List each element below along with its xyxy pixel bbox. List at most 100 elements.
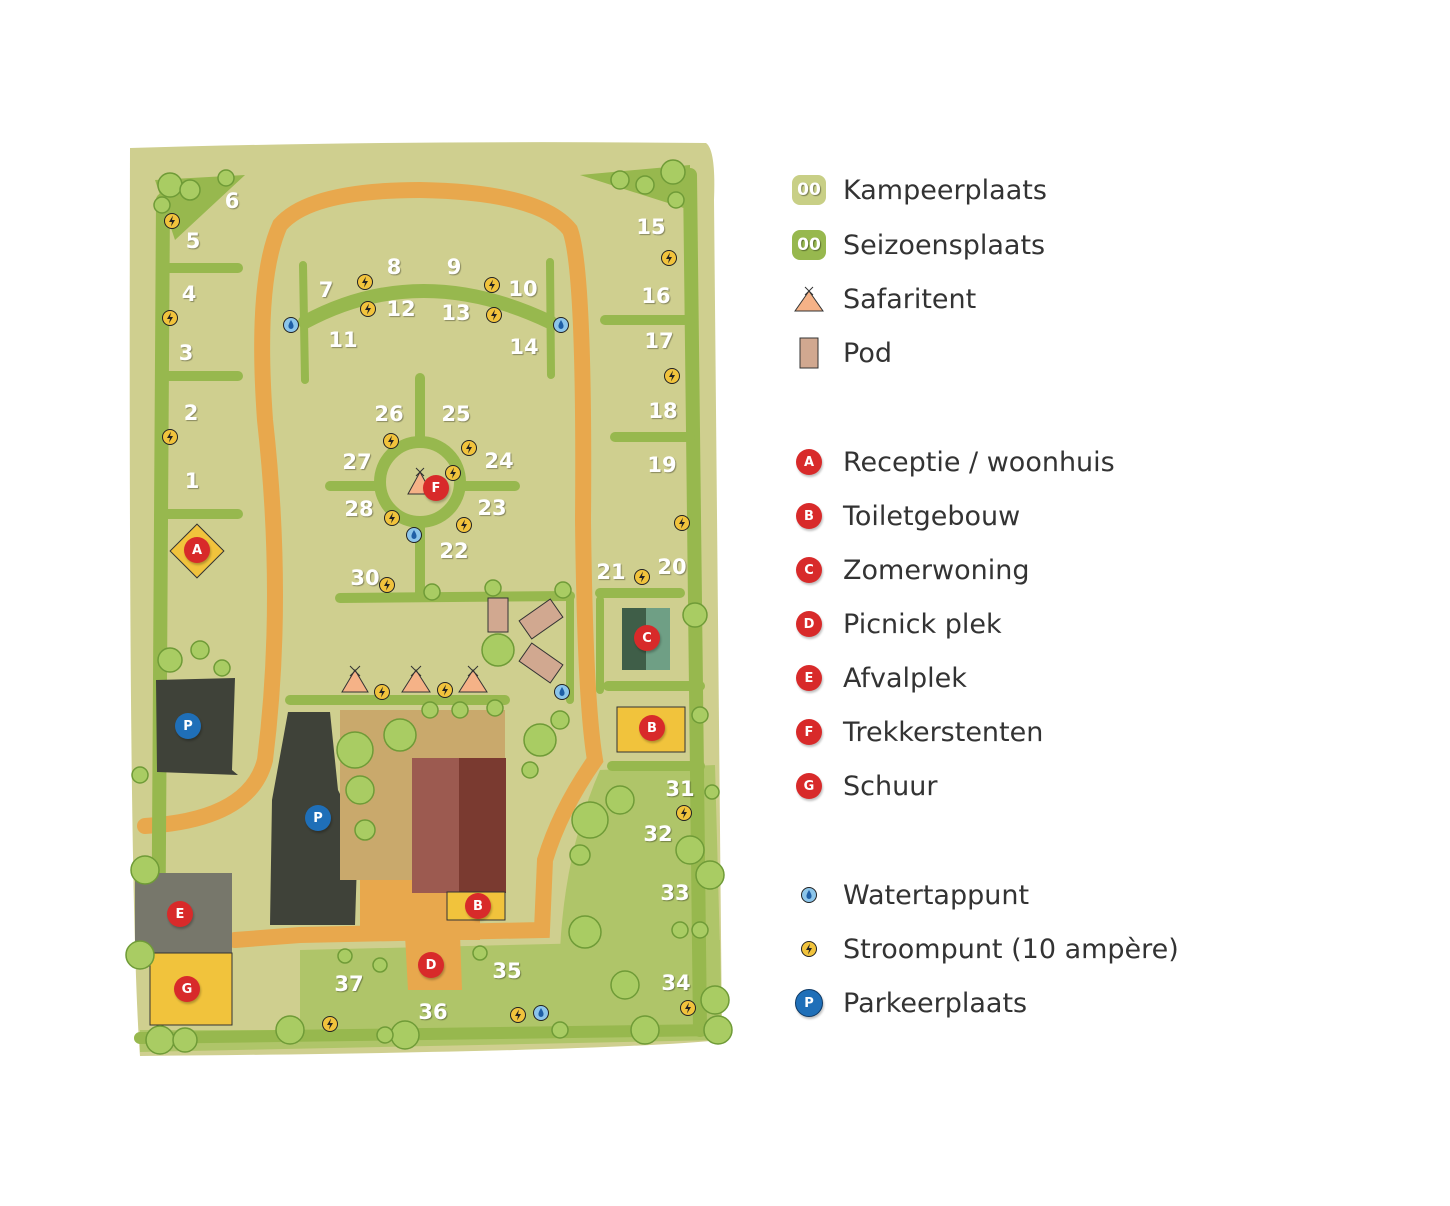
parking-marker[interactable]: P — [305, 805, 331, 831]
pitch-label-12[interactable]: 12 — [386, 297, 416, 321]
pitch-label-28[interactable]: 28 — [344, 497, 374, 521]
pitch-label-14[interactable]: 14 — [509, 335, 539, 359]
legend-item-facility-b: B Toiletgebouw — [790, 496, 1020, 536]
lightning-icon — [509, 1006, 527, 1024]
pitch-label-18[interactable]: 18 — [648, 399, 678, 423]
legend-label: Seizoensplaats — [843, 229, 1046, 261]
lightning-icon — [485, 306, 503, 324]
legend: 00 Kampeerplaats 00 Seizoensplaats Safar… — [790, 0, 1430, 1206]
pitch-label-19[interactable]: 19 — [647, 453, 677, 477]
legend-label: Safaritent — [843, 283, 977, 315]
pitch-label-25[interactable]: 25 — [441, 402, 471, 426]
marker-b-icon: B — [790, 497, 828, 535]
pitch-label-30[interactable]: 30 — [350, 566, 380, 590]
legend-item-safaritent: Safaritent — [790, 279, 976, 319]
legend-label: Afvalplek — [843, 662, 967, 694]
pitch-label-20[interactable]: 20 — [657, 555, 687, 579]
lightning-icon — [675, 804, 693, 822]
kampeerplaats-chip-icon: 00 — [790, 171, 828, 209]
marker-f-icon: F — [790, 713, 828, 751]
legend-item-parkeerplaats: P Parkeerplaats — [790, 983, 1027, 1023]
pitch-label-23[interactable]: 23 — [477, 496, 507, 520]
pitch-label-9[interactable]: 9 — [446, 255, 462, 279]
pitch-label-33[interactable]: 33 — [660, 881, 690, 905]
water-drop-icon — [552, 316, 570, 334]
lightning-icon — [633, 568, 651, 586]
water-drop-icon — [790, 876, 828, 914]
legend-label: Toiletgebouw — [843, 500, 1021, 532]
pitch-label-21[interactable]: 21 — [596, 560, 626, 584]
lightning-icon — [161, 309, 179, 327]
facility-marker-e[interactable]: E — [167, 901, 193, 927]
lightning-icon — [455, 516, 473, 534]
pitch-label-32[interactable]: 32 — [643, 822, 673, 846]
pitch-label-27[interactable]: 27 — [342, 450, 372, 474]
lightning-icon — [378, 576, 396, 594]
pitch-label-24[interactable]: 24 — [484, 449, 514, 473]
pitch-label-2[interactable]: 2 — [183, 401, 199, 425]
pitch-label-37[interactable]: 37 — [334, 972, 364, 996]
legend-item-facility-a: A Receptie / woonhuis — [790, 442, 1115, 482]
legend-item-watertappunt: Watertappunt — [790, 875, 1029, 915]
pitch-label-13[interactable]: 13 — [441, 301, 471, 325]
legend-item-seizoensplaats: 00 Seizoensplaats — [790, 225, 1045, 265]
parking-icon: P — [790, 984, 828, 1022]
lightning-icon — [663, 367, 681, 385]
legend-label: Schuur — [843, 770, 938, 802]
legend-label: Trekkerstenten — [843, 716, 1044, 748]
building-barn-left — [412, 758, 459, 893]
facility-marker-c[interactable]: C — [634, 625, 660, 651]
marker-e-icon: E — [790, 659, 828, 697]
pitch-label-26[interactable]: 26 — [374, 402, 404, 426]
legend-label: Kampeerplaats — [843, 174, 1047, 206]
legend-label: Watertappunt — [843, 879, 1030, 911]
seasonal-zone-bottom — [140, 940, 722, 1052]
pitch-label-15[interactable]: 15 — [636, 215, 666, 239]
pitch-label-31[interactable]: 31 — [665, 777, 695, 801]
pitch-label-8[interactable]: 8 — [386, 255, 402, 279]
safari-tents — [341, 467, 488, 693]
pitch-label-22[interactable]: 22 — [439, 539, 469, 563]
legend-label: Parkeerplaats — [843, 987, 1028, 1019]
pitch-label-1[interactable]: 1 — [184, 469, 200, 493]
lightning-icon — [483, 276, 501, 294]
pitch-label-3[interactable]: 3 — [178, 341, 194, 365]
seizoensplaats-chip-icon: 00 — [790, 226, 828, 264]
legend-label: Zomerwoning — [843, 554, 1030, 586]
facility-marker-b[interactable]: B — [465, 893, 491, 919]
facility-marker-d[interactable]: D — [418, 952, 444, 978]
pod — [487, 597, 509, 633]
pitch-label-5[interactable]: 5 — [185, 229, 201, 253]
pitch-label-16[interactable]: 16 — [641, 284, 671, 308]
water-drop-icon — [405, 526, 423, 544]
facility-marker-a[interactable]: A — [184, 537, 210, 563]
legend-label: Stroompunt (10 ampère) — [843, 933, 1179, 965]
safaritent-icon — [790, 280, 828, 318]
pitch-label-7[interactable]: 7 — [318, 278, 334, 302]
water-drop-icon — [553, 683, 571, 701]
legend-item-facility-c: C Zomerwoning — [790, 550, 1030, 590]
legend-label: Pod — [843, 337, 892, 369]
facility-marker-g[interactable]: G — [174, 976, 200, 1002]
facility-marker-b[interactable]: B — [639, 715, 665, 741]
pitch-label-34[interactable]: 34 — [661, 971, 691, 995]
marker-g-icon: G — [790, 767, 828, 805]
legend-item-facility-e: E Afvalplek — [790, 658, 967, 698]
pitch-label-10[interactable]: 10 — [508, 277, 538, 301]
pitch-label-4[interactable]: 4 — [181, 282, 197, 306]
parking-marker[interactable]: P — [175, 713, 201, 739]
legend-label: Picnick plek — [843, 608, 1002, 640]
lightning-icon — [383, 509, 401, 527]
pitch-label-6[interactable]: 6 — [224, 189, 240, 213]
lightning-icon — [660, 249, 678, 267]
pitch-label-17[interactable]: 17 — [644, 329, 674, 353]
pitch-label-35[interactable]: 35 — [492, 959, 522, 983]
pitch-label-11[interactable]: 11 — [328, 328, 358, 352]
pitch-label-36[interactable]: 36 — [418, 1000, 448, 1024]
legend-item-facility-g: G Schuur — [790, 766, 937, 806]
facility-marker-f[interactable]: F — [423, 475, 449, 501]
lightning-icon — [679, 999, 697, 1017]
lightning-icon — [356, 273, 374, 291]
water-drop-icon — [532, 1004, 550, 1022]
